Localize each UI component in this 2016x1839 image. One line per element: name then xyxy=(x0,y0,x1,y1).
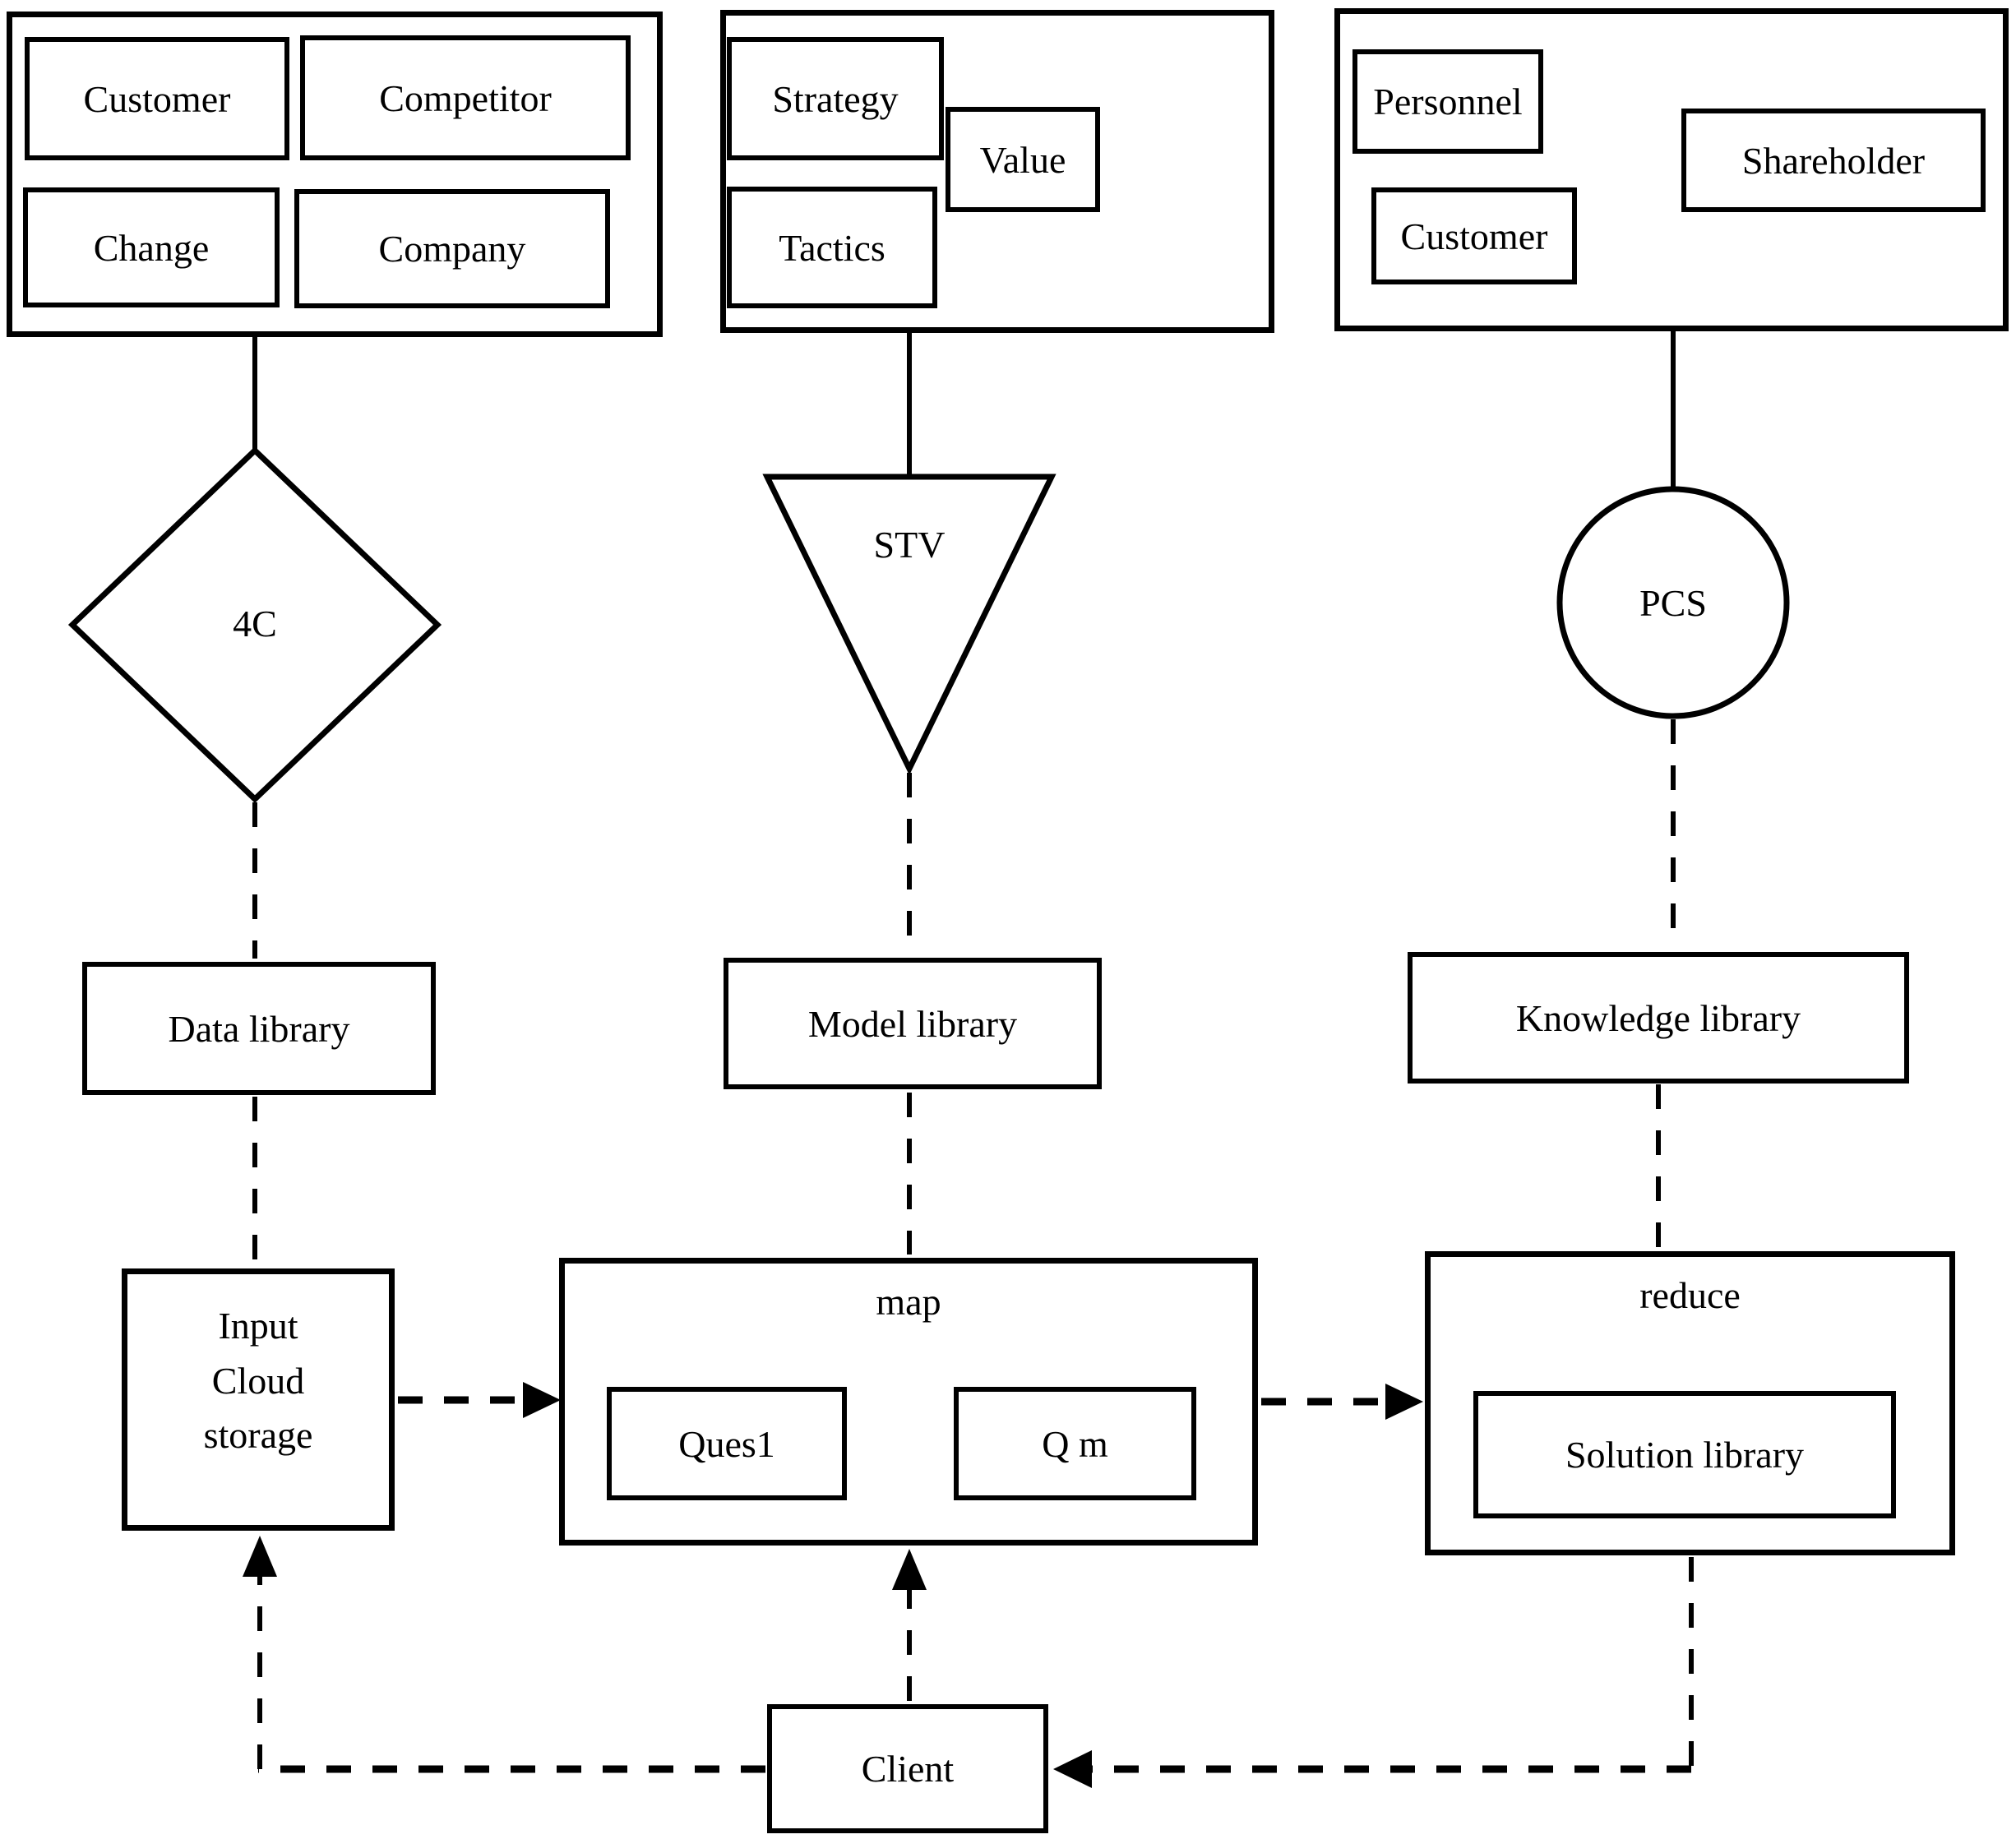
client-label: Client xyxy=(861,1748,955,1790)
arrowhead-storage-to-map xyxy=(523,1382,561,1418)
data-library-label: Data library xyxy=(168,1007,350,1050)
change-label: Change xyxy=(93,226,210,269)
tactics-box: Tactics xyxy=(727,187,937,308)
4c-diamond-shape xyxy=(67,446,442,803)
customer-label: Customer xyxy=(83,77,231,120)
solution-library-box: Solution library xyxy=(1473,1391,1896,1518)
input-cloud-storage-box: Input Cloud storage xyxy=(122,1268,395,1531)
qm-box: Q m xyxy=(954,1387,1196,1500)
customer-box: Customer xyxy=(25,37,289,160)
storage-line-storage: storage xyxy=(203,1414,313,1457)
4c-diamond-label: 4C xyxy=(233,602,277,645)
arrowhead-map-to-reduce xyxy=(1385,1384,1423,1420)
personnel-box: Personnel xyxy=(1352,49,1543,154)
arrowhead-client-to-storage xyxy=(243,1536,277,1577)
qm-label: Q m xyxy=(1042,1422,1108,1465)
arrowhead-reduce-to-client xyxy=(1053,1750,1092,1788)
change-box: Change xyxy=(23,187,280,307)
ques1-box: Ques1 xyxy=(607,1387,847,1500)
shareholder-label: Shareholder xyxy=(1741,139,1926,182)
pcs-circle-label: PCS xyxy=(1639,581,1707,624)
storage-line-cloud: Cloud xyxy=(211,1359,305,1402)
stv-triangle-shape xyxy=(762,474,1057,775)
reduce-label: reduce xyxy=(1639,1273,1741,1316)
customer-right-label: Customer xyxy=(1400,215,1548,257)
competitor-box: Competitor xyxy=(300,35,631,160)
stv-triangle-label: STV xyxy=(873,523,946,566)
company-label: Company xyxy=(378,228,526,270)
storage-line-input: Input xyxy=(218,1305,298,1347)
personnel-label: Personnel xyxy=(1373,81,1523,122)
knowledge-library-box: Knowledge library xyxy=(1408,952,1909,1084)
customer-right-box: Customer xyxy=(1371,187,1577,284)
company-box: Company xyxy=(294,189,610,308)
solution-library-label: Solution library xyxy=(1565,1434,1805,1476)
shareholder-box: Shareholder xyxy=(1681,109,1986,212)
knowledge-library-label: Knowledge library xyxy=(1515,996,1801,1039)
value-label: Value xyxy=(979,138,1066,181)
model-library-box: Model library xyxy=(724,958,1102,1089)
value-box: Value xyxy=(946,107,1100,212)
client-box: Client xyxy=(767,1704,1048,1833)
arrowhead-client-to-map xyxy=(892,1549,927,1590)
map-label: map xyxy=(876,1280,941,1323)
model-library-label: Model library xyxy=(807,1002,1018,1045)
pcs-circle-shape xyxy=(1556,486,1790,719)
competitor-label: Competitor xyxy=(379,76,552,119)
strategy-box: Strategy xyxy=(727,37,944,160)
data-library-box: Data library xyxy=(82,962,436,1095)
tactics-label: Tactics xyxy=(779,226,885,269)
ques1-label: Ques1 xyxy=(678,1422,775,1465)
strategy-label: Strategy xyxy=(772,77,899,120)
